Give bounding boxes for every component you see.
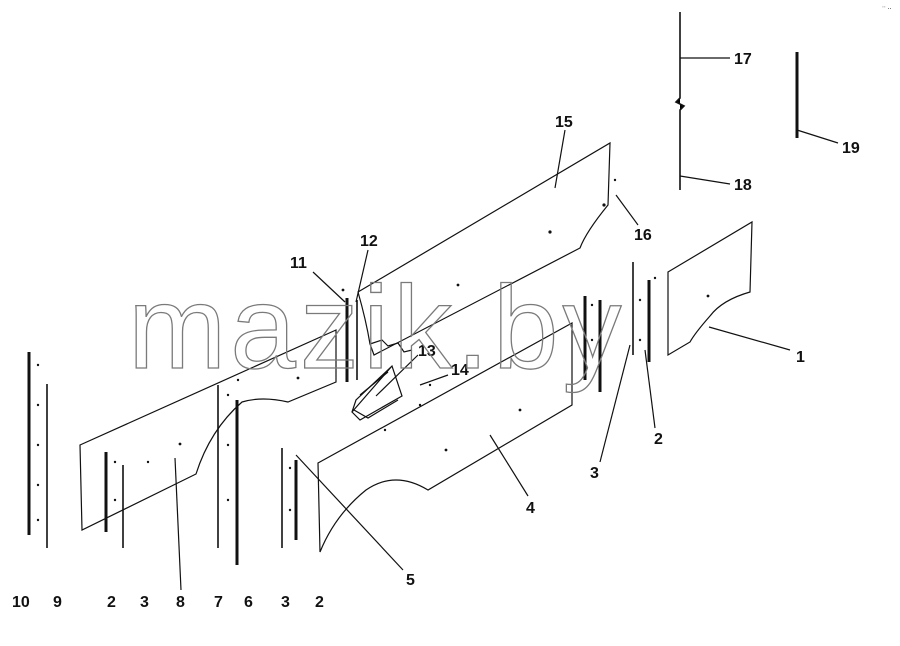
panel-1 [667, 220, 753, 357]
fastener-dots [36, 178, 710, 522]
panel-4 [317, 321, 573, 553]
callout-17: 17 [734, 51, 752, 68]
callout-bottom-9: 9 [53, 594, 62, 611]
callout-3-right: 3 [590, 465, 599, 482]
callout-bottom-8: 8 [176, 594, 185, 611]
callout-5: 5 [406, 572, 415, 589]
strip-17-18 [674, 12, 686, 190]
callout-1: 1 [796, 349, 805, 366]
callout-bottom-10: 10 [12, 594, 30, 611]
callout-2-right: 2 [654, 431, 663, 448]
panel-15-step [369, 339, 413, 353]
bracket-13 [351, 364, 403, 421]
callout-bottom-3a: 3 [140, 594, 149, 611]
callout-15: 15 [555, 114, 573, 131]
callout-14: 14 [451, 362, 469, 379]
callout-bottom-2b: 2 [315, 594, 324, 611]
callout-16: 16 [634, 227, 652, 244]
panel-8 [79, 329, 337, 531]
bracket-13-detail [353, 371, 399, 419]
callout-bottom-3b: 3 [281, 594, 290, 611]
callout-12: 12 [360, 233, 378, 250]
callout-4: 4 [526, 500, 535, 517]
callout-13: 13 [418, 343, 436, 360]
watermark: mazik.by [128, 262, 626, 394]
callout-bottom-2a: 2 [107, 594, 116, 611]
callout-bottom-6: 6 [244, 594, 253, 611]
corner-mark: ‧‧ ‥ [882, 5, 892, 11]
callout-11: 11 [290, 255, 307, 272]
panel-15 [357, 141, 611, 356]
callout-bottom-7: 7 [214, 594, 223, 611]
callout-19: 19 [842, 140, 860, 157]
callout-18: 18 [734, 177, 752, 194]
leader-lines [174, 57, 839, 591]
